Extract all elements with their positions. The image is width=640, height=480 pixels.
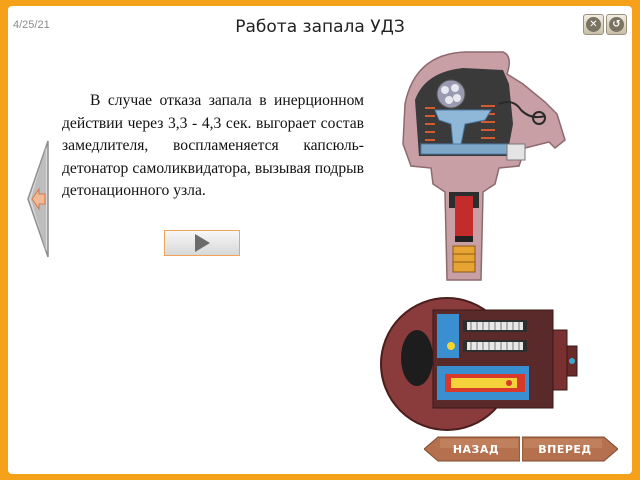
return-icon: ↺ [609, 17, 624, 32]
return-button[interactable]: ↺ [606, 14, 627, 35]
slide-title: Работа запала УДЗ [235, 17, 405, 37]
play-button[interactable] [164, 230, 240, 256]
next-arrow-shape [521, 436, 619, 462]
close-icon: ✕ [586, 17, 601, 32]
fuse-cross-section-image [402, 51, 566, 281]
next-label: ВПЕРЕД [538, 442, 592, 456]
next-button[interactable]: ВПЕРЕД [521, 436, 619, 462]
slide-date: 4/25/21 [13, 19, 50, 31]
prev-label: НАЗАД [452, 442, 500, 456]
prev-button[interactable]: НАЗАД [423, 436, 521, 462]
close-button[interactable]: ✕ [583, 14, 604, 35]
body-paragraph: В случае отказа запала в инерционном дей… [62, 92, 364, 199]
left-arrow-icon [31, 187, 46, 211]
prev-arrow-shape [423, 436, 521, 462]
play-icon [194, 234, 210, 252]
detonation-assembly-image [380, 297, 578, 431]
left-nav-button[interactable] [26, 139, 50, 259]
